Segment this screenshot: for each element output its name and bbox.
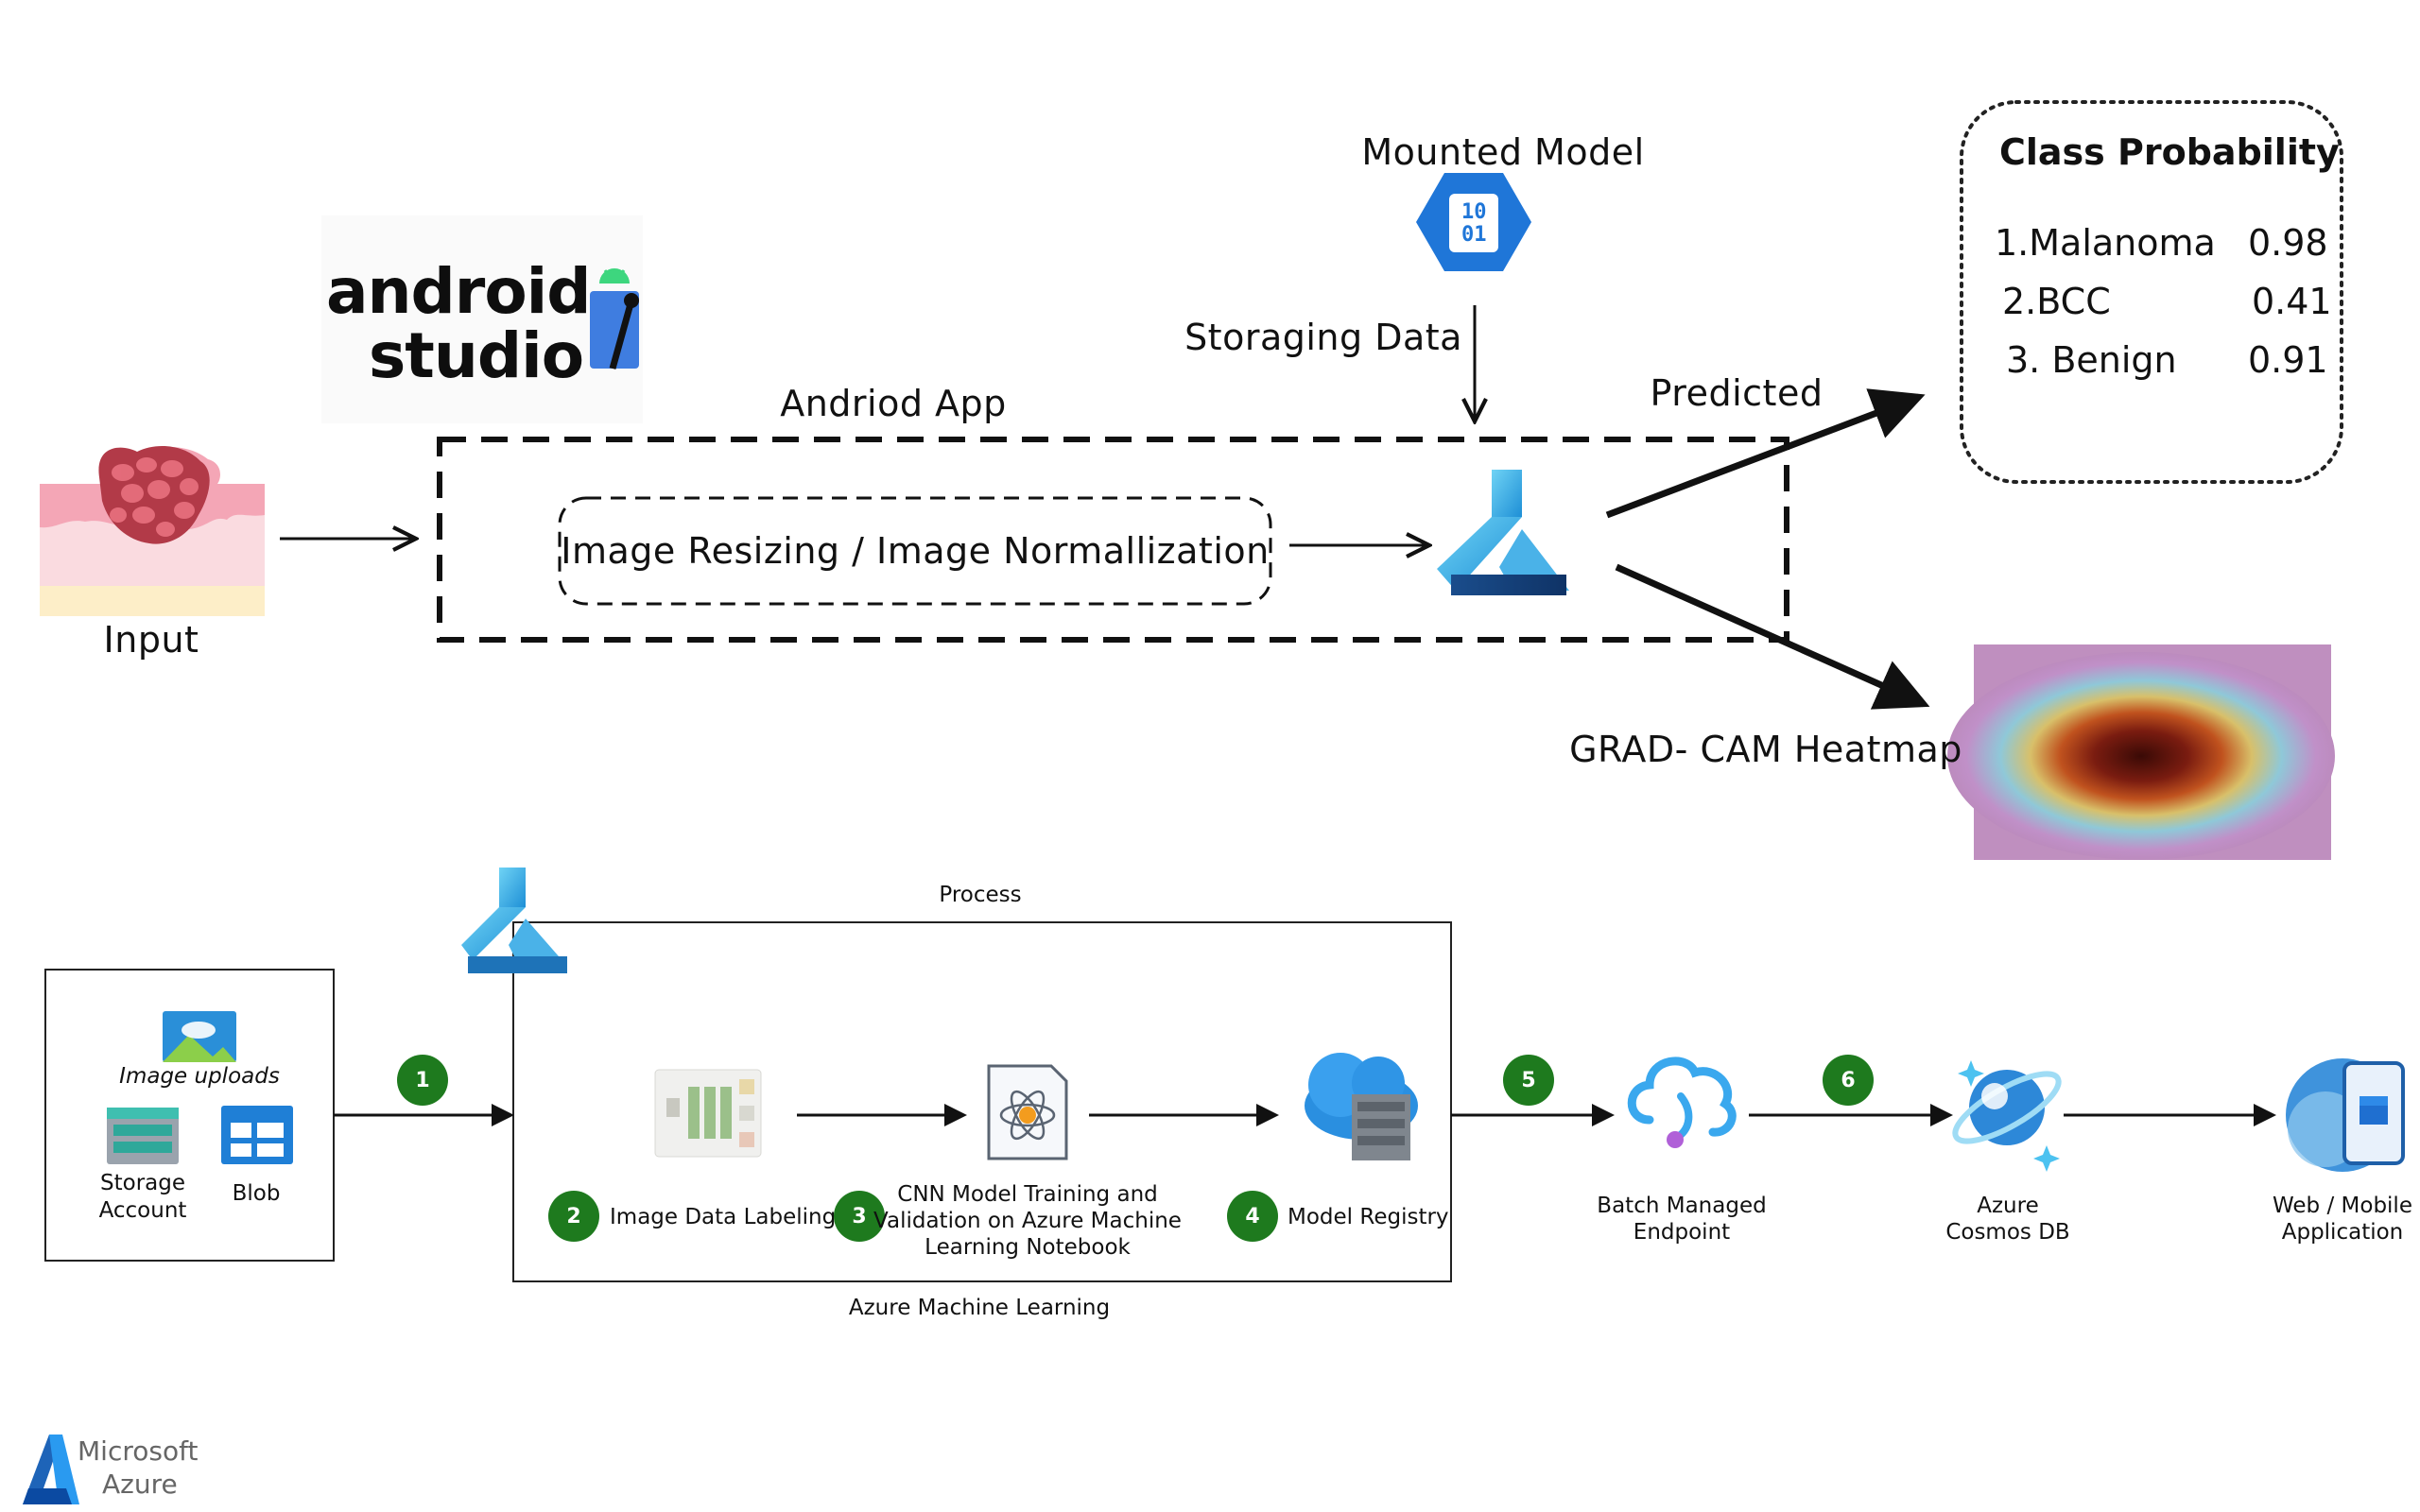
cosmos-db-label: Azure Cosmos DB xyxy=(1945,1194,2070,1246)
storage-account-icon xyxy=(107,1108,179,1164)
web-mobile-app-icon xyxy=(2286,1058,2405,1172)
android-app-box xyxy=(437,437,1789,643)
azure-ml-small-icon xyxy=(461,868,567,973)
storage-data-label: Storaging Data xyxy=(1184,317,1462,358)
step-4-label: Model Registry xyxy=(1288,1205,1449,1229)
web-mobile-label: Web / Mobile Application xyxy=(2273,1194,2412,1246)
model-registry-icon xyxy=(1305,1053,1418,1160)
step-badge-3: 3 xyxy=(834,1191,885,1242)
class-row-1-value: 0.98 xyxy=(2248,222,2328,264)
preprocess-box xyxy=(558,496,1272,606)
input-label: Input xyxy=(103,619,199,661)
image-uploads-label: Image uploads xyxy=(119,1064,280,1089)
android-studio-icon xyxy=(590,268,639,369)
studio-word: studio xyxy=(369,319,584,392)
step-badge-5: 5 xyxy=(1503,1055,1554,1106)
data-labeling-icon xyxy=(654,1069,762,1158)
heatmap-label: GRAD- CAM Heatmap xyxy=(1569,729,1962,770)
class-probability-box xyxy=(1960,100,2343,484)
class-row-3-name: 3. Benign xyxy=(2006,339,2177,381)
mounted-model-label: Mounted Model xyxy=(1361,131,1645,173)
android-app-label: Andriod App xyxy=(780,383,1007,424)
model-binary-text: 10 01 xyxy=(1461,200,1487,248)
mounted-model-icon xyxy=(1416,173,1531,271)
storage-account-label: Storage Account xyxy=(98,1171,187,1223)
process-label: Process xyxy=(939,883,1022,907)
class-row-1-name: 1.Malanoma xyxy=(1995,222,2216,264)
notebook-icon xyxy=(987,1064,1068,1160)
predicted-arrow xyxy=(1605,388,1926,519)
step-2-label: Image Data Labeling xyxy=(610,1205,837,1229)
android-studio-logo: android studio xyxy=(321,215,643,423)
step-badge-6: 6 xyxy=(1823,1055,1874,1106)
step-badge-4: 4 xyxy=(1227,1191,1278,1242)
android-word: android xyxy=(326,255,592,328)
gradcam-heatmap-image xyxy=(1947,644,2335,860)
step-badge-1: 1 xyxy=(397,1055,448,1106)
batch-endpoint-icon xyxy=(1627,1057,1737,1148)
image-uploads-icon xyxy=(163,1011,236,1062)
blob-icon xyxy=(221,1106,293,1164)
azure-ml-icon xyxy=(1437,470,1569,595)
predicted-label: Predicted xyxy=(1650,372,1824,414)
blob-label: Blob xyxy=(232,1181,281,1206)
azure-text: Azure xyxy=(102,1469,178,1500)
microsoft-azure-logo xyxy=(23,1435,79,1504)
microsoft-azure-wordmark: Microsoft Azure xyxy=(78,1435,198,1501)
microsoft-text: Microsoft xyxy=(78,1435,199,1467)
class-probability-title: Class Probability xyxy=(1999,131,2340,173)
cosmos-db-icon xyxy=(1952,1060,2062,1172)
step-3-label: CNN Model Training and Validation on Azu… xyxy=(873,1182,1182,1261)
preprocess-label: Image Resizing / Image Normallization xyxy=(561,530,1270,572)
class-row-2-value: 0.41 xyxy=(2252,281,2332,322)
skin-lesion-illustration xyxy=(40,446,265,616)
heatmap-arrow xyxy=(1615,563,1930,710)
process-box xyxy=(512,921,1452,1282)
class-row-2-name: 2.BCC xyxy=(2002,281,2111,322)
azure-ml-label: Azure Machine Learning xyxy=(848,1296,1111,1320)
step-badge-2: 2 xyxy=(548,1191,599,1242)
class-row-3-value: 0.91 xyxy=(2248,339,2328,381)
batch-endpoint-label: Batch Managed Endpoint xyxy=(1597,1194,1767,1246)
